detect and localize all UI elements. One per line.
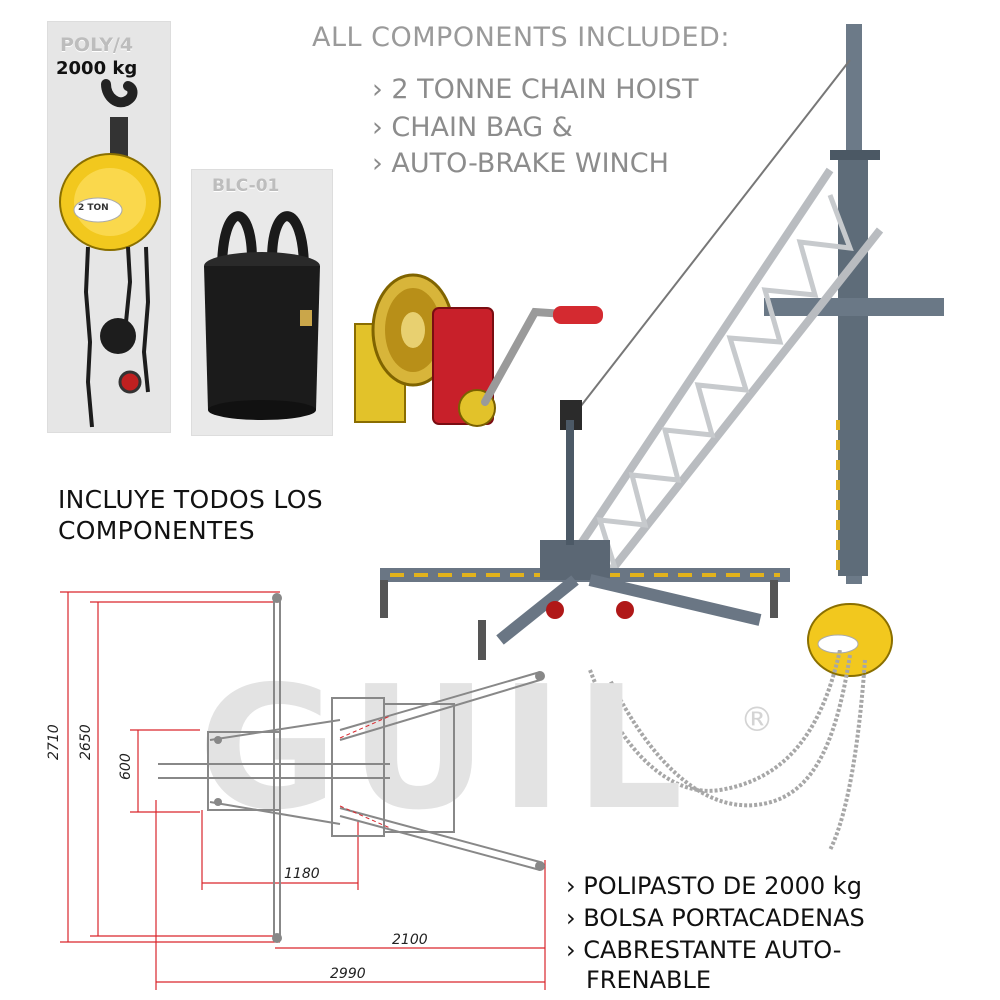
chain-bag-illustration xyxy=(204,211,320,420)
dimension-drawing xyxy=(60,591,546,990)
header-item-2: › CHAIN BAG & xyxy=(372,112,573,143)
spanish-item-4: FRENABLE xyxy=(586,966,712,994)
dimension-2650: 2650 xyxy=(78,724,94,760)
crane-tower-illustration xyxy=(380,24,944,677)
header-item-3: › AUTO-BRAKE WINCH xyxy=(372,148,669,179)
dimension-2990: 2990 xyxy=(330,966,366,982)
hoist-model-label: POLY/4 xyxy=(60,34,134,56)
spanish-title-line1: INCLUYE TODOS LOS xyxy=(58,485,323,514)
bag-photo xyxy=(192,170,332,435)
registered-mark: ® xyxy=(740,700,774,740)
hoist-plate-text: 2 TON xyxy=(78,203,109,213)
bag-model-label: BLC-01 xyxy=(212,176,280,196)
spanish-title-line2: COMPONENTES xyxy=(58,516,255,545)
header-item-1: › 2 TONNE CHAIN HOIST xyxy=(372,74,699,105)
hoist-capacity-label: 2000 kg xyxy=(56,58,138,79)
hanging-chains-illustration xyxy=(588,650,867,851)
dimension-2710: 2710 xyxy=(46,724,62,760)
spanish-item-2: › BOLSA PORTACADENAS xyxy=(566,904,865,932)
header-title: ALL COMPONENTS INCLUDED: xyxy=(312,22,730,53)
dimension-2100: 2100 xyxy=(392,932,428,948)
chain-hoist-illustration xyxy=(59,79,161,428)
dimension-600: 600 xyxy=(118,753,134,780)
hoist-photo xyxy=(48,22,170,432)
winch-illustration xyxy=(354,273,603,427)
guil-watermark: GUIL xyxy=(198,650,696,848)
spanish-item-3: › CABRESTANTE AUTO- xyxy=(566,936,842,964)
spanish-item-1: › POLIPASTO DE 2000 kg xyxy=(566,872,862,900)
dimension-1180: 1180 xyxy=(284,866,320,882)
